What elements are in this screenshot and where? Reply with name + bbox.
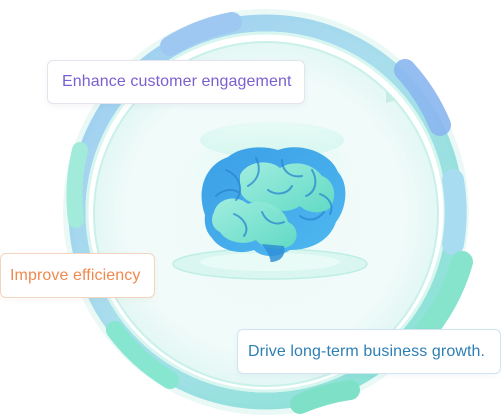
label-text-efficiency: Improve efficiency — [10, 266, 141, 284]
brain-lobe-lower — [212, 198, 297, 249]
brain-lobe-upper — [240, 162, 335, 213]
label-text-growth: Drive long-term business growth. — [248, 342, 486, 360]
ring-segment-right — [442, 169, 467, 255]
label-enhance-engagement: Enhance customer engagement — [47, 60, 305, 104]
label-drive-growth: Drive long-term business growth. — [237, 329, 501, 374]
ring-segment-left — [66, 142, 88, 228]
brain-folds — [215, 157, 333, 237]
ring-segment-bottom — [290, 380, 360, 414]
ring-segment-top — [160, 12, 242, 56]
label-improve-efficiency: Improve efficiency — [0, 253, 155, 298]
brain-stem — [262, 244, 285, 262]
arrow-marker-icon — [386, 92, 396, 103]
brain-icon — [201, 147, 346, 262]
ring-segment-lower-left — [106, 321, 179, 389]
label-text-engage: Enhance customer engagement — [62, 73, 292, 90]
ring-segment-upper-right — [394, 59, 451, 136]
